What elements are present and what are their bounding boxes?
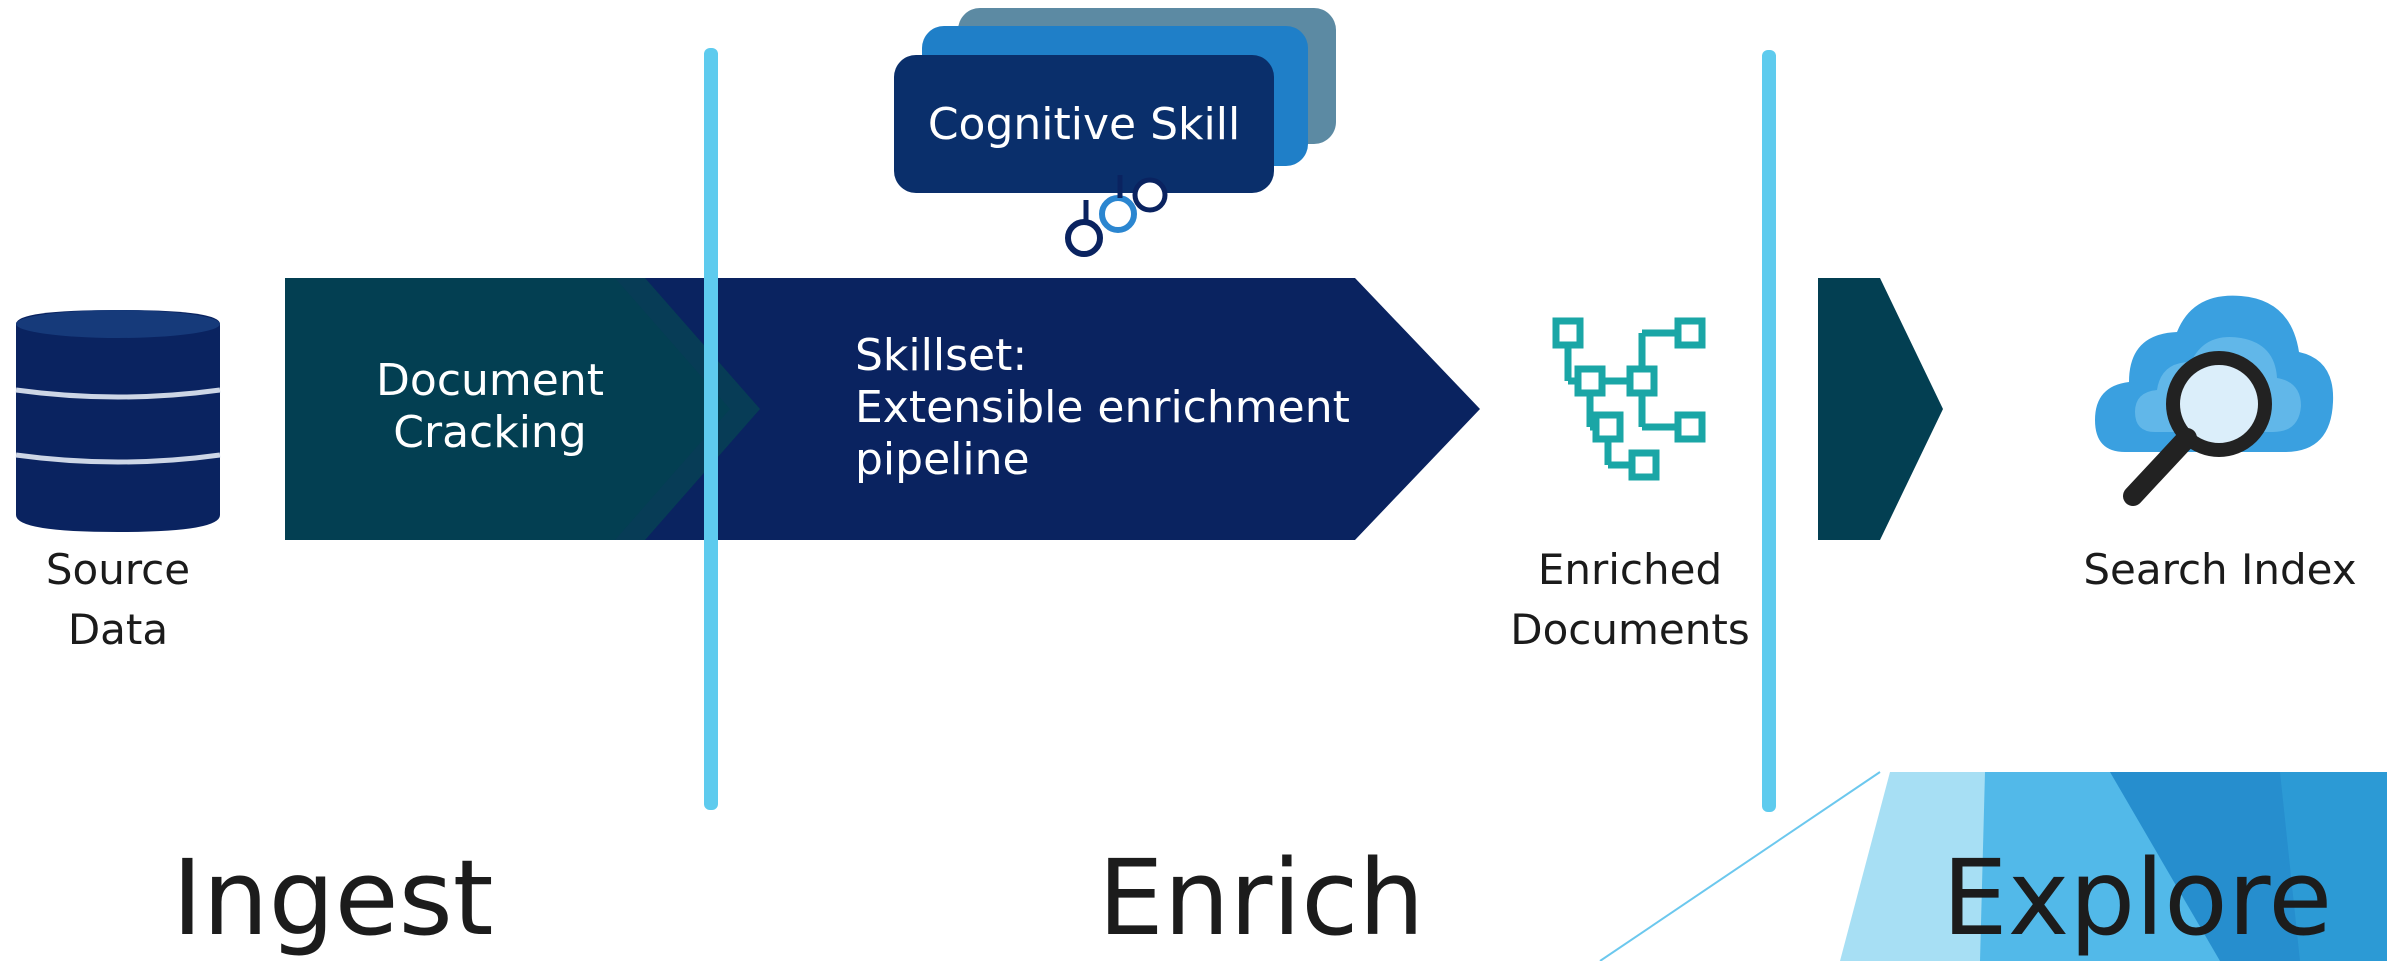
source-data: Source Data	[8, 300, 228, 660]
cognitive-skill-label: Cognitive Skill	[927, 98, 1241, 150]
stage-title-ingest: Ingest	[172, 837, 494, 959]
document-cracking-arrow-shape	[285, 278, 760, 540]
document-cracking-label: Document Cracking	[376, 355, 604, 458]
enriched-documents-label: Enriched Documents	[1510, 545, 1750, 654]
connector-rings-icon	[1065, 175, 1168, 257]
divider-enrich-explore	[1762, 50, 1776, 812]
explore-arrow	[1818, 278, 1943, 540]
cloud-search-icon	[2095, 295, 2334, 506]
stage-title-enrich: Enrich	[1098, 837, 1425, 959]
stage-title-explore: Explore	[1942, 837, 2333, 959]
cognitive-skill-card: Cognitive Skill	[894, 55, 1274, 193]
search-index-label: Search Index	[2083, 545, 2357, 594]
source-data-label: Source Data	[45, 545, 191, 654]
skillset-label: Skillset: Extensible enrichment pipeline	[855, 330, 1350, 485]
pipeline-arrows	[285, 278, 1480, 540]
database-icon	[15, 310, 221, 532]
divider-ingest-enrich	[704, 48, 718, 810]
hierarchy-tree-icon	[1552, 317, 1706, 481]
